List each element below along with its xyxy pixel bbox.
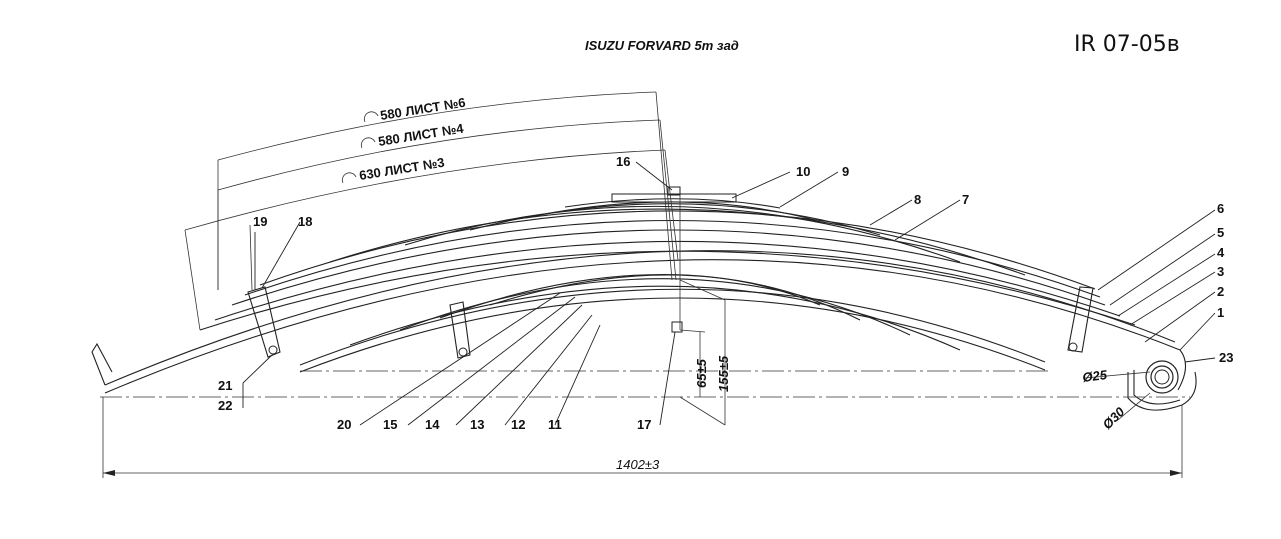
dim-eye-outer: Ø30 bbox=[1100, 404, 1129, 433]
callout-4: 4 bbox=[1217, 245, 1225, 260]
callout-19: 19 bbox=[253, 214, 267, 229]
callout-22: 22 bbox=[218, 398, 232, 413]
callout-leaders bbox=[242, 161, 1216, 426]
total-length-dimension bbox=[102, 397, 1183, 478]
callout-6: 6 bbox=[1217, 201, 1224, 216]
callout-20: 20 bbox=[337, 417, 351, 432]
helper-leaf-1b bbox=[299, 288, 1046, 366]
callout-3: 3 bbox=[1217, 264, 1224, 279]
callout-21: 21 bbox=[218, 378, 232, 393]
callout-8: 8 bbox=[914, 192, 921, 207]
leaf-8 bbox=[404, 205, 961, 263]
leaf-length-dimensions bbox=[184, 91, 679, 331]
clamp-left bbox=[247, 286, 281, 358]
right-eye bbox=[1127, 349, 1197, 411]
leaf-main-5 bbox=[244, 219, 1101, 298]
dim-total-length: 1402±3 bbox=[616, 457, 660, 472]
callout-18: 18 bbox=[298, 214, 312, 229]
leaf-11 bbox=[564, 198, 781, 209]
helper-leaf-5 bbox=[489, 274, 821, 306]
callout-10: 10 bbox=[796, 164, 810, 179]
helper-leaf-4 bbox=[439, 273, 861, 321]
callout-13: 13 bbox=[470, 417, 484, 432]
callout-15: 15 bbox=[383, 417, 397, 432]
left-hook bbox=[91, 342, 113, 386]
center-bolt-head bbox=[667, 186, 681, 196]
callout-11: 11 bbox=[548, 417, 562, 432]
dim-leaf3: 630 ЛИСТ №3 bbox=[358, 155, 445, 183]
lower-center-bolt bbox=[671, 321, 683, 333]
leaf-main-6 bbox=[259, 210, 1096, 290]
dim-height-large: 155±5 bbox=[716, 355, 731, 392]
callout-23: 23 bbox=[1219, 350, 1233, 365]
part-code: IR 07-05в bbox=[1074, 32, 1180, 57]
leaf-main-1 bbox=[104, 259, 1181, 394]
height-dimensions bbox=[679, 279, 726, 426]
callout-5: 5 bbox=[1217, 225, 1224, 240]
callout-16: 16 bbox=[616, 154, 630, 169]
callout-9: 9 bbox=[842, 164, 849, 179]
helper-leaf-2 bbox=[349, 285, 961, 351]
callout-17: 17 bbox=[637, 417, 651, 432]
drawing-title: ISUZU FORVARD 5т зад bbox=[585, 38, 739, 53]
callout-7: 7 bbox=[962, 192, 969, 207]
leaf-main-2 bbox=[199, 250, 1136, 331]
callout-12: 12 bbox=[511, 417, 525, 432]
dim-leaf6: 580 ЛИСТ №6 bbox=[379, 95, 466, 123]
upper-leaf-pack bbox=[104, 186, 1181, 394]
helper-leaf-1 bbox=[299, 297, 1046, 373]
callout-14: 14 bbox=[425, 417, 440, 432]
dim-height-small: 65±5 bbox=[694, 358, 709, 388]
clamp-middle bbox=[449, 301, 471, 359]
leaf-7 bbox=[329, 208, 1026, 276]
callout-2: 2 bbox=[1217, 284, 1224, 299]
top-pad bbox=[611, 193, 737, 203]
dim-eye-inner: Ø25 bbox=[1082, 367, 1109, 385]
callout-1: 1 bbox=[1217, 305, 1224, 320]
leaf-main-3 bbox=[214, 240, 1121, 321]
lower-leaf-pack bbox=[299, 273, 1046, 373]
clamp-right bbox=[1067, 286, 1094, 353]
